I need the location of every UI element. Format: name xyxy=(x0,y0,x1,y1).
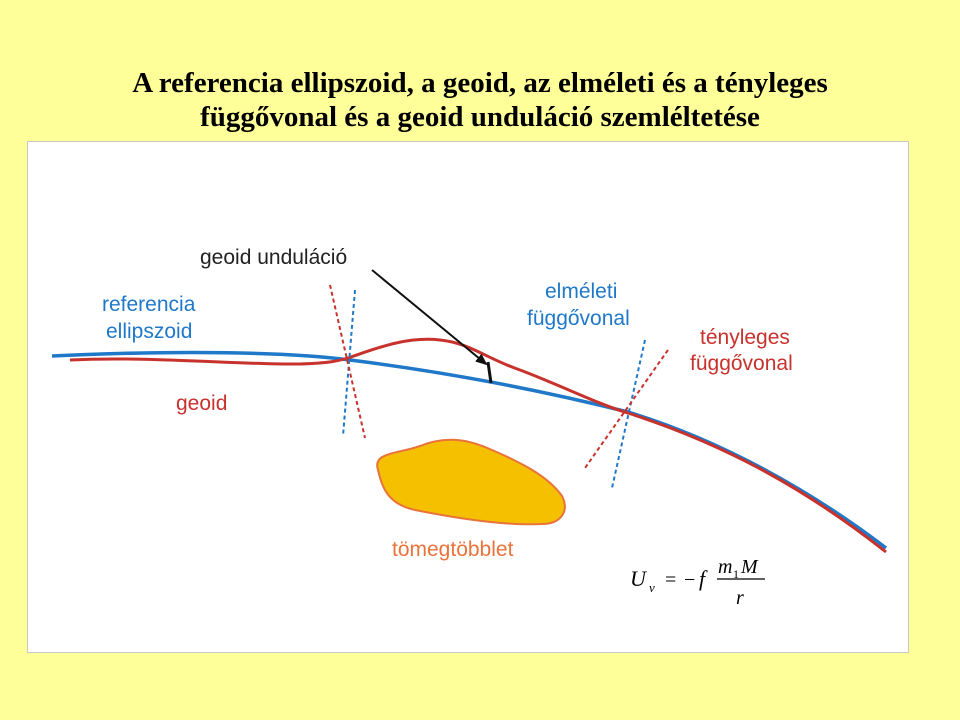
mass-excess-label: tömegtöbblet xyxy=(392,538,514,561)
reference-ellipsoid-label-1: referencia xyxy=(102,293,196,316)
formula-r: r xyxy=(736,587,744,609)
formula-f: f xyxy=(699,566,708,591)
geoid-label: geoid xyxy=(176,392,227,415)
theoretical-plumbline-label-1: elméleti xyxy=(545,280,617,303)
theoretical-plumbline-label-2: függővonal xyxy=(527,307,630,330)
formula-minus: − xyxy=(684,569,695,591)
undulation-segment xyxy=(486,361,493,384)
mass-excess-body xyxy=(376,438,566,526)
actual-plumbline-label-2: függővonal xyxy=(690,352,793,375)
formula-m: m xyxy=(718,556,732,578)
title-line-2: függővonal és a geoid unduláció szemlélt… xyxy=(200,101,760,133)
theoretical-plumbline-right xyxy=(611,339,646,489)
reference-ellipsoid-label-2: ellipszoid xyxy=(106,320,192,343)
formula-M: M xyxy=(740,556,759,578)
potential-formula: U v = − f m 1 M r xyxy=(630,556,765,609)
formula-v-subscript: v xyxy=(649,580,655,595)
undulation-arrow xyxy=(371,269,488,366)
formula-u: U xyxy=(630,566,648,591)
geoid-undulation-label: geoid unduláció xyxy=(200,246,347,269)
geoid-curve xyxy=(69,337,887,554)
actual-plumbline-right xyxy=(584,349,669,469)
formula-equals: = xyxy=(665,569,676,591)
title-line-1: A referencia ellipszoid, a geoid, az elm… xyxy=(132,67,828,99)
diagram-panel xyxy=(27,141,909,653)
formula-sub-1: 1 xyxy=(733,567,739,581)
slide-title: A referencia ellipszoid, a geoid, az elm… xyxy=(0,66,960,134)
actual-plumbline-label-1: tényleges xyxy=(700,326,790,349)
actual-plumbline-left xyxy=(329,284,366,439)
theoretical-plumbline-left xyxy=(342,289,356,437)
